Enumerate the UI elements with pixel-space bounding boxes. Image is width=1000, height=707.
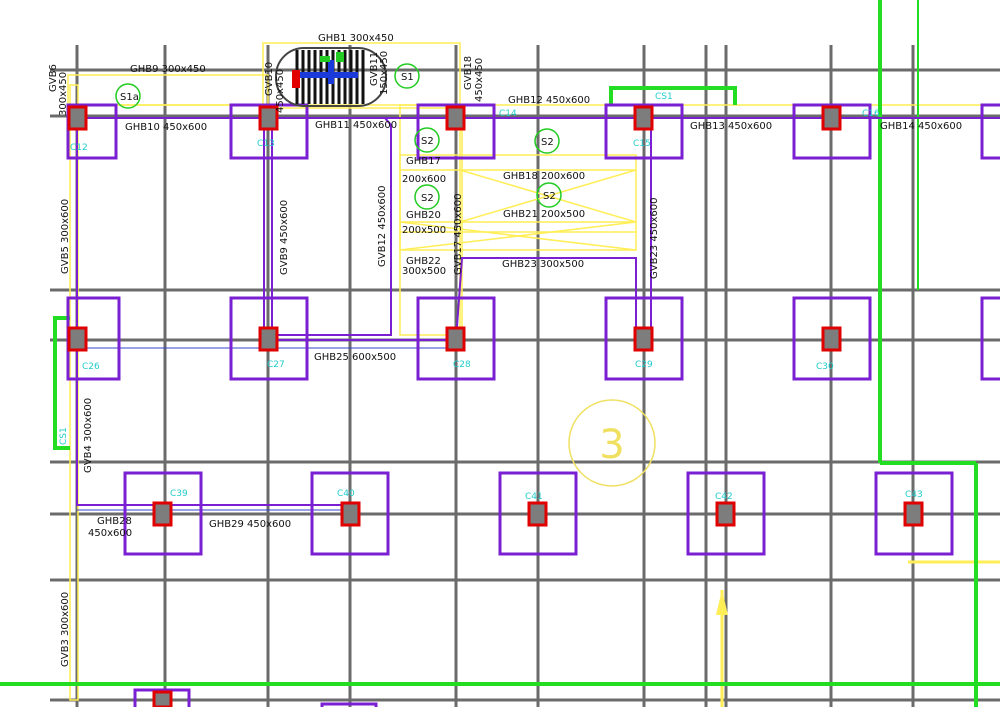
beam-label: GHB21 200x500 bbox=[503, 209, 585, 220]
lift-core bbox=[275, 47, 387, 107]
beam-label: GHB29 450x600 bbox=[209, 519, 291, 530]
column-label: C29 bbox=[635, 360, 653, 370]
beam-label: 200x600 bbox=[402, 174, 446, 185]
beam-label: 450x600 bbox=[88, 528, 132, 539]
beam-label: GVB23 450x600 bbox=[649, 198, 660, 279]
beam-label: GHB25 600x500 bbox=[314, 352, 396, 363]
column-label: C26 bbox=[82, 362, 100, 372]
beam-label: GHB13 450x600 bbox=[690, 121, 772, 132]
grid-bubble-label: 3 bbox=[599, 422, 624, 468]
column-label: C43 bbox=[905, 490, 923, 500]
grid-bubble bbox=[568, 399, 656, 487]
beam-label: GHB23 300x500 bbox=[502, 259, 584, 270]
column-label: C27 bbox=[267, 360, 285, 370]
column-label: C28 bbox=[453, 360, 471, 370]
slab-mark-circles bbox=[115, 63, 562, 210]
column-label: C39 bbox=[170, 489, 188, 499]
slab-mark: S1 bbox=[401, 72, 414, 83]
beam-label: GVB10 bbox=[264, 62, 275, 96]
beam-label: GHB18 200x600 bbox=[503, 171, 585, 182]
beam-label: GHB17 bbox=[406, 156, 441, 167]
slab-mark: S2 bbox=[543, 191, 556, 202]
column-label: C41 bbox=[525, 492, 543, 502]
beam-label: GVB12 450x600 bbox=[377, 186, 388, 267]
column-label: C16 bbox=[862, 109, 880, 119]
beam-label: GVB6 bbox=[48, 64, 59, 92]
beam-label: 300x500 bbox=[402, 266, 446, 277]
footings bbox=[66, 103, 1000, 707]
beam-label: GHB22 bbox=[406, 256, 441, 267]
beam-label: GHB28 bbox=[97, 516, 132, 527]
beam-outlines bbox=[67, 42, 1000, 707]
beam-label: GVB3 300x600 bbox=[60, 592, 71, 667]
slab-mark: S2 bbox=[541, 137, 554, 148]
beam-label: GHB1 300x450 bbox=[318, 33, 394, 44]
beam-label: GHB12 450x600 bbox=[508, 95, 590, 106]
slab-mark: S2 bbox=[421, 136, 434, 147]
beam-label: GVB17 450x600 bbox=[453, 194, 464, 275]
column-label: C15 bbox=[633, 139, 651, 149]
beam-label: GHB20 bbox=[406, 210, 441, 221]
beam-label: 150x450 bbox=[379, 51, 390, 95]
beam-label: GHB10 450x600 bbox=[125, 122, 207, 133]
cs-label: CS1 bbox=[59, 427, 69, 445]
grid-lines bbox=[50, 45, 1000, 707]
beam-label: GVB5 300x600 bbox=[60, 199, 71, 274]
beam-label: 200x500 bbox=[402, 225, 446, 236]
beam-label: GHB14 450x600 bbox=[880, 121, 962, 132]
column-label: C40 bbox=[337, 489, 355, 499]
column-label: C12 bbox=[70, 143, 88, 153]
beam-label: 450x450 bbox=[474, 58, 485, 102]
cs-label: CS1 bbox=[655, 92, 673, 102]
columns bbox=[67, 105, 924, 707]
beam-label: 300x450 bbox=[58, 72, 69, 116]
beam-label: 450x450 bbox=[275, 69, 286, 113]
slab-mark: S1a bbox=[120, 92, 139, 103]
beam-label: GVB9 450x600 bbox=[279, 200, 290, 275]
slab-mark: S2 bbox=[421, 193, 434, 204]
beam-label: GVB4 300x600 bbox=[83, 398, 94, 473]
column-label: C30 bbox=[816, 362, 834, 372]
beam-label: GVB11 bbox=[369, 52, 380, 86]
column-label: C42 bbox=[715, 492, 733, 502]
beam-label: GHB11 450x600 bbox=[315, 120, 397, 131]
beam-label: GHB9 300x450 bbox=[130, 64, 206, 75]
column-label: C14 bbox=[499, 109, 517, 119]
beam-label: GVB18 bbox=[463, 56, 474, 90]
column-label: C13 bbox=[257, 139, 275, 149]
